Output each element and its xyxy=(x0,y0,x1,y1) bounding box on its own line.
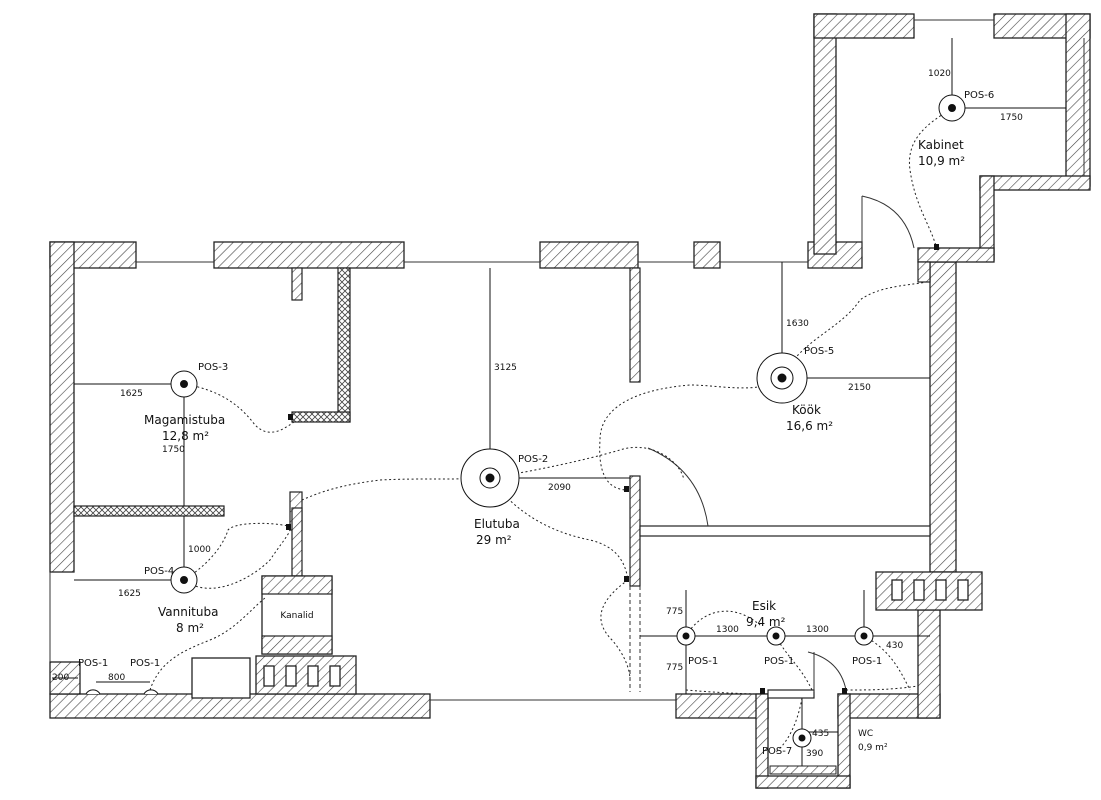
dim-775-top: 775 xyxy=(666,607,683,617)
pos-1-marker-a xyxy=(676,626,696,646)
pos-4-marker xyxy=(170,566,198,594)
kanalid-box: Kanalid xyxy=(261,575,333,655)
room-area-wc: 0,9 m² xyxy=(858,743,888,753)
pos-1-marker-b xyxy=(766,626,786,646)
room-name-elutuba: Elutuba xyxy=(474,517,520,531)
pos-1-label-d: POS-1 xyxy=(78,658,108,669)
pos-3-label: POS-3 xyxy=(198,362,228,373)
room-area-vannituba: 8 m² xyxy=(176,621,204,635)
dim-800: 800 xyxy=(108,673,125,683)
room-name-esik: Esik xyxy=(752,599,776,613)
room-area-magamistuba: 12,8 m² xyxy=(162,429,209,443)
junction-markers xyxy=(286,244,939,694)
room-name-magamistuba: Magamistuba xyxy=(144,413,225,427)
dim-1625-top: 1625 xyxy=(120,389,143,399)
pos-2-marker xyxy=(460,448,520,508)
pos-1-marker-c xyxy=(854,626,874,646)
pos-1-label-e: POS-1 xyxy=(130,658,160,669)
pos-1-marker-d xyxy=(85,689,101,695)
counter-box xyxy=(191,657,251,699)
pos-6-marker xyxy=(938,94,966,122)
pos-7-marker xyxy=(792,728,812,748)
pos-6-label: POS-6 xyxy=(964,90,994,101)
outer-walls xyxy=(49,13,1091,789)
pos-3-marker xyxy=(170,370,198,398)
room-name-kook: Köök xyxy=(792,403,821,417)
dim-2090: 2090 xyxy=(548,483,571,493)
room-area-elutuba: 29 m² xyxy=(476,533,512,547)
pos-7-label: POS-7 xyxy=(762,746,792,757)
pos-5-marker xyxy=(756,352,808,404)
door-swings xyxy=(629,195,915,692)
dim-1300-right: 1300 xyxy=(806,625,829,635)
position-markers xyxy=(85,94,966,748)
cable-paths xyxy=(149,107,953,753)
room-name-vannituba: Vannituba xyxy=(158,605,218,619)
room-name-kabinet: Kabinet xyxy=(918,138,964,152)
pos-5-label: POS-5 xyxy=(804,346,834,357)
pos-1-label-a: POS-1 xyxy=(688,656,718,667)
dim-2150: 2150 xyxy=(848,383,871,393)
dim-3125: 3125 xyxy=(494,363,517,373)
dim-1750-bedroom: 1750 xyxy=(162,445,185,455)
dim-390: 390 xyxy=(806,749,823,759)
pos-2-label: POS-2 xyxy=(518,454,548,465)
dim-775-bottom: 775 xyxy=(666,663,683,673)
dim-1300-left: 1300 xyxy=(716,625,739,635)
interior-walls xyxy=(73,267,931,699)
dim-1630: 1630 xyxy=(786,319,809,329)
vent-slots xyxy=(263,579,969,687)
room-labels: Kabinet 10,9 m² Magamistuba 12,8 m² Elut… xyxy=(144,138,965,753)
room-area-kabinet: 10,9 m² xyxy=(918,154,965,168)
wc-fixture xyxy=(769,765,837,775)
window-lines xyxy=(49,19,1085,701)
dimension-labels: 1020 1750 1630 2150 3125 1625 1750 1000 … xyxy=(52,69,1023,759)
dim-1000: 1000 xyxy=(188,545,211,555)
dim-430: 430 xyxy=(886,641,903,651)
dim-435: 435 xyxy=(812,729,829,739)
kanalid-label: Kanalid xyxy=(280,611,313,621)
dim-200: 200 xyxy=(52,673,69,683)
dim-1020: 1020 xyxy=(928,69,951,79)
pos-1-label-b: POS-1 xyxy=(764,656,794,667)
room-name-wc: WC xyxy=(858,729,873,739)
dim-1750-kabinet: 1750 xyxy=(1000,113,1023,123)
room-area-esik: 9,4 m² xyxy=(746,615,786,629)
pos-4-label: POS-4 xyxy=(144,566,174,577)
pos-1-marker-e xyxy=(143,689,159,695)
pos-labels: POS-6 POS-5 POS-2 POS-3 POS-4 POS-1 POS-… xyxy=(78,90,994,757)
room-area-kook: 16,6 m² xyxy=(786,419,833,433)
pos-1-label-c: POS-1 xyxy=(852,656,882,667)
dim-1625-bottom: 1625 xyxy=(118,589,141,599)
